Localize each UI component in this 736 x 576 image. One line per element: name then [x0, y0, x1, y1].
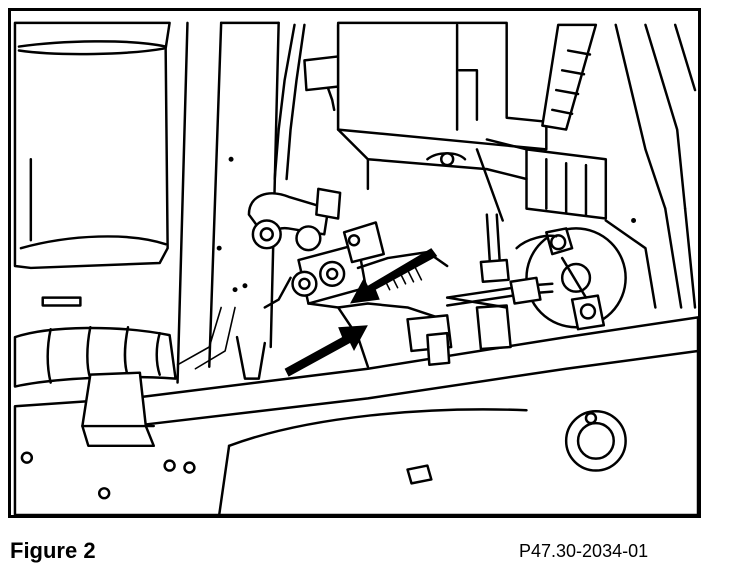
body-edge-right: [604, 23, 697, 309]
figure-caption: Figure 2: [10, 538, 96, 563]
air-filter-housing: [13, 21, 171, 307]
master-cylinder: [336, 21, 548, 191]
hatching-details: [382, 267, 423, 291]
figure-reference-code: P47.30-2034-01: [519, 541, 649, 561]
cable-rods: [176, 306, 267, 380]
illustration-frame: [8, 8, 701, 518]
inner-panel: [176, 21, 280, 384]
lower-fittings: [406, 296, 512, 367]
brake-valve: [515, 227, 627, 331]
callout-arrow-lower: [284, 325, 368, 377]
engine-bay-line-drawing: [13, 21, 698, 515]
mounting-bracket: [81, 371, 155, 448]
pipe-bend-fitting: [247, 187, 342, 252]
line-connector-cluster: [263, 221, 449, 368]
callout-arrow-upper: [350, 248, 438, 304]
electrical-connector: [475, 138, 608, 222]
fender-round-opening: [564, 410, 627, 472]
hose-fitting-top: [541, 23, 598, 131]
